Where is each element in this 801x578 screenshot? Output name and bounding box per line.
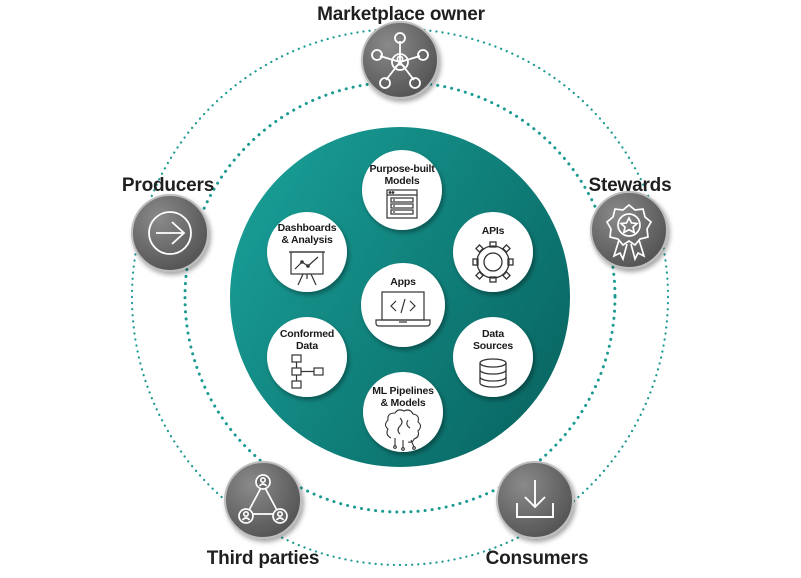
laptop-code-icon bbox=[375, 291, 431, 327]
model-list-window-icon bbox=[386, 189, 418, 219]
arrow-right-circle-icon bbox=[148, 211, 192, 255]
gear-icon bbox=[472, 241, 514, 283]
inner-orbit-ring bbox=[183, 80, 617, 514]
data-sources-node bbox=[453, 317, 533, 397]
third-parties-node bbox=[224, 461, 302, 539]
ml-pipelines-label: ML Pipelines & Models bbox=[372, 385, 434, 409]
download-tray-icon bbox=[516, 480, 554, 518]
marketplace-owner-label: Marketplace owner bbox=[317, 4, 485, 25]
stewards-label: Stewards bbox=[588, 175, 672, 196]
ml-pipelines-node bbox=[363, 372, 443, 452]
database-icon bbox=[479, 358, 507, 388]
presentation-board-icon bbox=[289, 251, 325, 286]
purpose-built-models-label: Purpose-built Models bbox=[369, 163, 435, 187]
data-sources-label: Data Sources bbox=[472, 328, 514, 352]
conformed-data-node bbox=[267, 317, 347, 397]
apis-node bbox=[453, 212, 533, 292]
dashboards-label: Dashboards & Analysis bbox=[277, 222, 337, 246]
brain-circuit-icon bbox=[384, 409, 422, 451]
hierarchy-chart-icon bbox=[291, 354, 324, 389]
hub-network-icon bbox=[371, 32, 429, 89]
apis-label: APIs bbox=[481, 225, 505, 237]
award-ribbon-icon bbox=[605, 203, 653, 262]
consumers-label: Consumers bbox=[485, 548, 589, 569]
conformed-data-label: Conformed Data bbox=[279, 328, 335, 352]
producers-label: Producers bbox=[121, 175, 215, 196]
people-triangle-icon bbox=[238, 474, 288, 524]
third-parties-label: Third parties bbox=[206, 548, 320, 569]
apps-label: Apps bbox=[390, 276, 416, 288]
